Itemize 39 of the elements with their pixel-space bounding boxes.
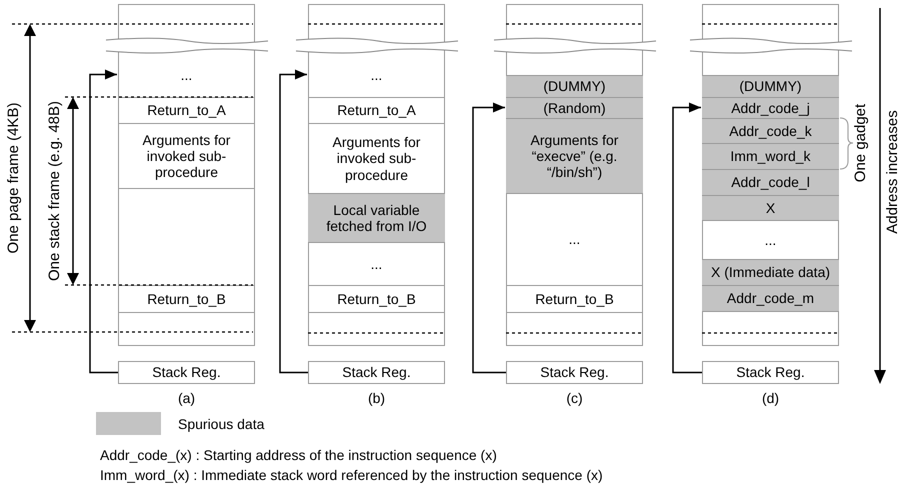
stack-cell: (DUMMY) xyxy=(506,75,643,98)
group-label: One gadget xyxy=(851,102,870,184)
stack-cell: Arguments for invoked sub-procedure xyxy=(118,123,255,189)
register-box: Stack Reg. xyxy=(702,361,839,384)
panel-caption: (c) xyxy=(566,389,583,408)
stack-cell: Addr_code_m xyxy=(702,285,839,312)
register-box: Stack Reg. xyxy=(506,361,643,384)
stack-cell: ... xyxy=(506,193,643,286)
stack-cell: Return_to_B xyxy=(118,285,255,313)
arrow xyxy=(89,70,118,374)
panel-caption: (d) xyxy=(762,389,780,408)
axis-label: Address increases xyxy=(883,109,902,236)
stack-cell: Addr_code_k xyxy=(702,118,839,144)
stack-cell: Return_to_A xyxy=(308,97,445,124)
arrow xyxy=(472,102,506,374)
stack-cell: ... xyxy=(308,242,445,286)
panel-caption: (a) xyxy=(178,389,196,408)
stack-cell: Imm_word_k xyxy=(702,143,839,170)
stack-cell: Return_to_B xyxy=(506,285,643,313)
stack-cell: X xyxy=(702,195,839,221)
arrow xyxy=(279,70,308,374)
stack-cell: Arguments for “execve” (e.g. “/bin/sh”) xyxy=(506,118,643,194)
stack-cell: Addr_code_l xyxy=(702,169,839,196)
stack-cell: (Random) xyxy=(506,97,643,119)
note-text: Addr_code_(x) : Starting address of the instruction sequence (x) xyxy=(100,446,497,465)
stack-cell: X (Immediate data) xyxy=(702,259,839,286)
legend-label: Spurious data xyxy=(178,415,264,434)
dimension-label: One stack frame (e.g. 48B) xyxy=(45,100,64,284)
register-box: Stack Reg. xyxy=(308,361,445,384)
panel-caption: (b) xyxy=(368,389,386,408)
stack-cell: Addr_code_j xyxy=(702,97,839,119)
stack-cell: Return_to_B xyxy=(308,285,445,313)
stack-cell: Local variable fetched from I/O xyxy=(308,193,445,243)
note-text: Imm_word_(x) : Immediate stack word referenced by the instruction sequence (x) xyxy=(100,466,603,485)
dimension-label: One page frame (4KB) xyxy=(4,102,23,256)
arrow xyxy=(672,102,702,374)
stack-cell: Return_to_A xyxy=(118,97,255,124)
stack-cell: (DUMMY) xyxy=(702,75,839,98)
register-box: Stack Reg. xyxy=(118,361,255,384)
